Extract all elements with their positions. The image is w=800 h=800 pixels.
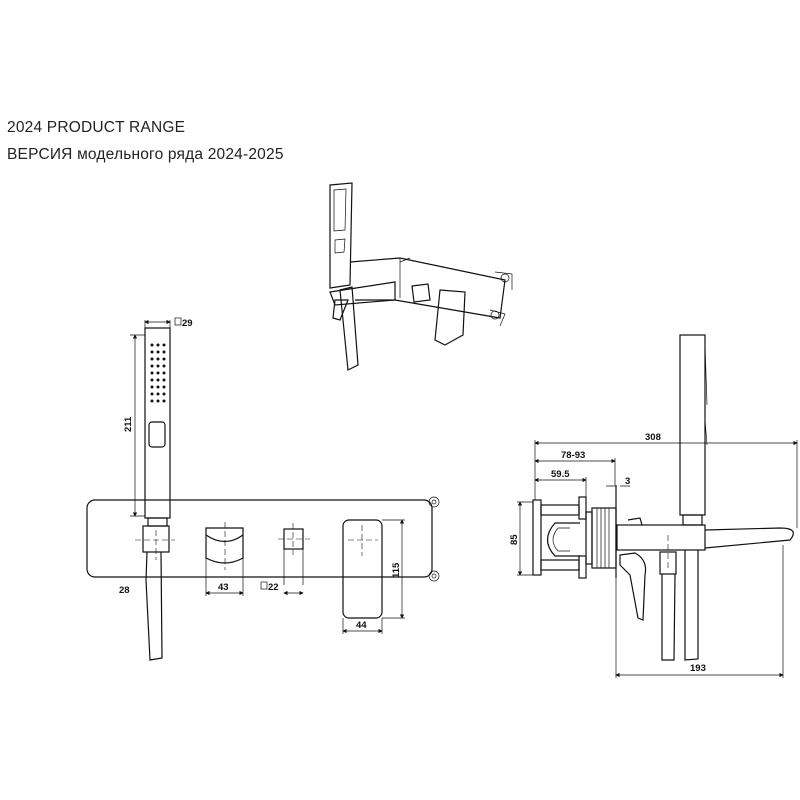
- side-view: 308 78-93 59.5 3 85 193: [509, 334, 798, 678]
- dim-handle-height: 115: [391, 562, 402, 578]
- title-en: 2024 PRODUCT RANGE: [7, 119, 186, 136]
- isometric-view: [329, 182, 513, 371]
- dim-plate: 3: [625, 476, 630, 487]
- title-ru: ВЕРСИЯ модельного ряда 2024-2025: [7, 146, 284, 163]
- dim-shower-length: 211: [123, 416, 134, 432]
- dim-diverter: 22: [268, 582, 279, 593]
- dim-spout-reach: 193: [690, 663, 706, 674]
- dim-box-height: 85: [509, 534, 520, 545]
- dim-box-depth: 59.5: [551, 469, 570, 480]
- dim-shower-width: 29: [182, 318, 193, 329]
- dim-spout-width: 43: [218, 582, 229, 593]
- dim-holder: 28: [119, 585, 130, 596]
- front-view: 29 211 28 43 22 44 115: [86, 317, 440, 661]
- dim-total-depth: 308: [645, 432, 661, 443]
- dim-handle-width: 44: [356, 620, 367, 631]
- dim-wall-depth: 78-93: [561, 450, 585, 461]
